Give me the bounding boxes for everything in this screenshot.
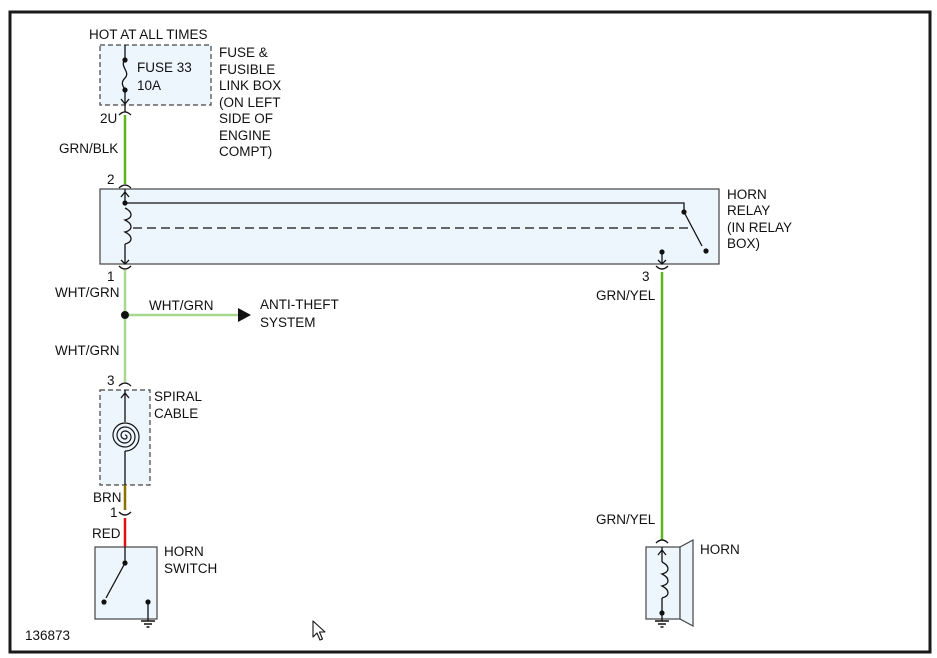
horn-ground-terminal <box>659 610 665 616</box>
fuse-arrow-icon <box>120 98 130 106</box>
wire-wht-grn-label-1: WHT/GRN <box>55 285 120 300</box>
relay-contact-fixed <box>703 248 709 254</box>
horn-switch-contact <box>101 599 107 605</box>
relay-connector-right-icon <box>655 265 669 270</box>
fuse-box <box>99 44 212 106</box>
wire-wht-grn-label-2: WHT/GRN <box>149 298 214 313</box>
horn-switch-arm <box>105 562 126 599</box>
horn-relay-label: HORN RELAY (IN RELAY BOX) <box>727 187 796 251</box>
relay-switch-arm <box>683 211 703 247</box>
horn-switch-box <box>94 546 158 620</box>
wire-grn-yel-label-bottom: GRN/YEL <box>596 512 656 527</box>
mouse-pointer-icon <box>312 620 326 641</box>
fuse-connector-icon <box>118 111 132 116</box>
spiral-cable-label: SPIRAL CABLE <box>154 389 205 421</box>
wire-red-label: RED <box>92 526 121 541</box>
relay-arrow-out-icon <box>120 259 130 265</box>
switch-ground-icon <box>141 619 155 628</box>
spiral-connector-top-icon <box>118 382 132 387</box>
horn-bell-icon <box>679 538 694 628</box>
horn-switch-label: HORN SWITCH <box>164 544 217 576</box>
relay-out-arrow-icon <box>657 259 667 265</box>
fuse-box-location-label: FUSE & FUSIBLE LINK BOX (ON LEFT SIDE OF… <box>219 45 285 159</box>
horn-relay-box <box>99 188 720 265</box>
relay-pin-left-label: 1 <box>107 269 115 284</box>
horn-label: HORN <box>700 542 740 557</box>
anti-theft-label: ANTI-THEFT SYSTEM <box>260 297 342 330</box>
diagram-border <box>8 10 932 654</box>
horn-arrow-icon <box>657 548 667 556</box>
wire-grn-blk-label: GRN/BLK <box>59 141 118 156</box>
figure-id: 136873 <box>25 628 70 643</box>
horn-coil-icon <box>660 561 669 599</box>
wire-wht-grn-label-3: WHT/GRN <box>55 343 120 358</box>
splice-junction <box>121 311 129 319</box>
wire-brn-label: BRN <box>93 490 122 505</box>
fuse-terminal-top <box>122 57 128 63</box>
anti-theft-arrow-icon <box>238 308 251 322</box>
spiral-pin-top-label: 3 <box>107 373 115 388</box>
relay-contact-feed <box>125 202 685 212</box>
relay-connector-left-icon <box>118 265 132 270</box>
relay-coil-icon <box>123 207 132 245</box>
horn-body <box>645 546 681 620</box>
spiral-connector-bottom-icon <box>118 511 132 516</box>
spiral-arrow-icon <box>120 391 130 399</box>
relay-pin-right-label: 3 <box>642 269 650 284</box>
relay-pin-top-label: 2 <box>107 172 115 187</box>
hot-at-all-times-label: HOT AT ALL TIMES <box>89 27 208 42</box>
fuse-rating-label: 10A <box>137 78 161 93</box>
fuse-name-label: FUSE 33 <box>137 60 192 75</box>
horn-ground-icon <box>655 619 669 628</box>
spiral-coil-icon <box>112 422 140 452</box>
wire-grn-yel-label-top: GRN/YEL <box>596 288 656 303</box>
relay-connector-top-icon <box>118 184 132 189</box>
horn-connector-icon <box>655 539 669 544</box>
fuse-pin-label: 2U <box>100 111 117 126</box>
spiral-pin-bottom-label: 1 <box>110 505 118 520</box>
